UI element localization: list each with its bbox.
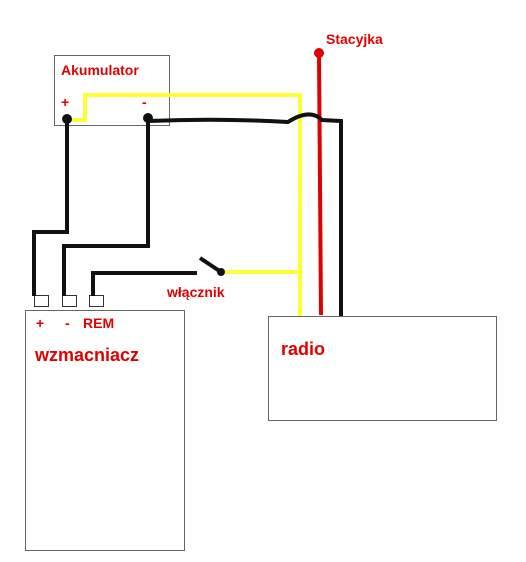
amplifier-box <box>25 310 185 551</box>
plus-wire-battery-to-amp <box>32 120 69 296</box>
battery-minus-label: - <box>142 94 147 110</box>
ground-wire-battery-to-amp <box>62 119 150 296</box>
amp-minus-label: - <box>65 315 70 331</box>
battery-label: Akumulator <box>61 62 139 78</box>
power-wire-battery-to-radio <box>70 93 302 316</box>
amp-minus-terminal <box>62 295 77 307</box>
battery-plus-label: + <box>61 94 69 110</box>
amp-plus-label: + <box>36 315 44 331</box>
amp-plus-terminal <box>34 295 49 307</box>
radio-label: radio <box>281 339 325 359</box>
ignition-terminal <box>314 48 324 58</box>
battery-plus-terminal <box>62 114 72 124</box>
switch-label: włącznik <box>166 284 225 300</box>
ignition-label: Stacyjka <box>326 31 383 47</box>
amp-rem-terminal <box>89 295 104 307</box>
power-junction <box>297 269 303 275</box>
amplifier-label: wzmacniacz <box>34 345 139 365</box>
rem-wire-amp-to-switch <box>91 271 197 296</box>
radio-box <box>268 316 497 421</box>
battery-minus-terminal <box>143 113 153 123</box>
switch-lever <box>198 256 223 274</box>
amp-rem-label: REM <box>83 315 114 331</box>
switch-contact <box>217 268 225 276</box>
ignition-wire <box>317 52 323 316</box>
ground-wire-battery-to-radio <box>146 112 343 316</box>
